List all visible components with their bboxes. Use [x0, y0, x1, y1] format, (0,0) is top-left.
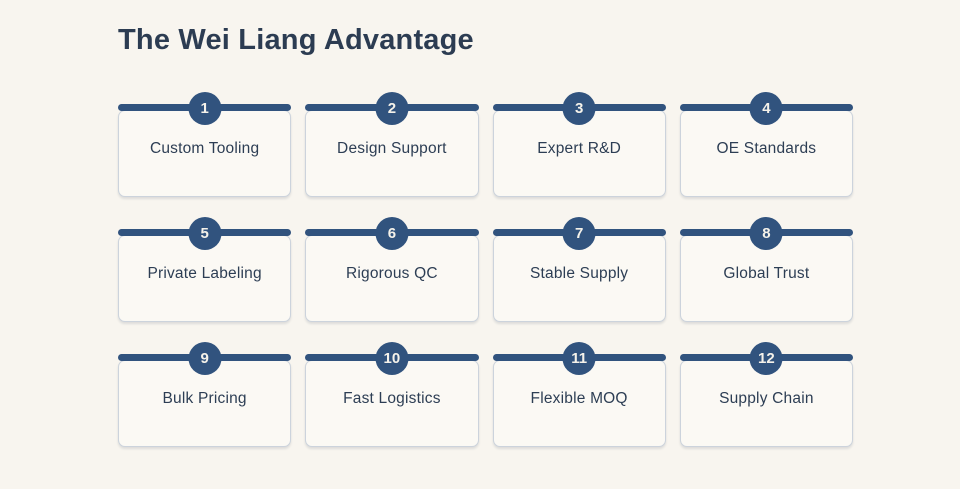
number-badge: 12	[749, 342, 783, 375]
advantage-label: Design Support	[337, 139, 447, 157]
advantage-label: Global Trust	[723, 264, 810, 282]
advantage-label: OE Standards	[716, 139, 817, 157]
advantage-card-6: 6 Rigorous QC	[305, 217, 479, 322]
number-badge: 3	[562, 92, 596, 125]
number-badge: 1	[188, 92, 222, 125]
advantage-card-7: 7 Stable Supply	[492, 217, 666, 322]
advantage-card-10: 10 Fast Logistics	[305, 342, 479, 447]
number-badge: 2	[375, 92, 409, 125]
page-title: The Wei Liang Advantage	[118, 24, 474, 56]
advantage-label: Bulk Pricing	[162, 389, 247, 407]
number-badge: 6	[375, 217, 409, 250]
card-body: Expert R&D	[492, 110, 666, 197]
number-badge: 10	[375, 342, 409, 375]
advantage-card-12: 12 Supply Chain	[679, 342, 853, 447]
advantage-label: Fast Logistics	[343, 389, 441, 407]
number-badge: 5	[188, 217, 222, 250]
advantage-card-8: 8 Global Trust	[679, 217, 853, 322]
card-body: Custom Tooling	[118, 110, 292, 197]
number-badge: 9	[188, 342, 222, 375]
advantage-card-3: 3 Expert R&D	[492, 92, 666, 197]
advantage-card-11: 11 Flexible MOQ	[492, 342, 666, 447]
advantage-label: Flexible MOQ	[530, 389, 628, 407]
advantage-card-1: 1 Custom Tooling	[118, 92, 292, 197]
number-badge: 7	[562, 217, 596, 250]
advantage-grid: 1 Custom Tooling 2 Design Support 3 Expe…	[118, 92, 853, 447]
advantage-label: Stable Supply	[530, 264, 629, 282]
number-badge: 4	[749, 92, 783, 125]
advantage-card-2: 2 Design Support	[305, 92, 479, 197]
advantage-label: Custom Tooling	[149, 139, 260, 157]
number-badge: 8	[749, 217, 783, 250]
advantage-label: Expert R&D	[537, 139, 622, 157]
advantage-card-5: 5 Private Labeling	[118, 217, 292, 322]
advantage-label: Rigorous QC	[345, 264, 438, 282]
advantage-label: Supply Chain	[719, 389, 814, 407]
advantage-card-9: 9 Bulk Pricing	[118, 342, 292, 447]
number-badge: 11	[562, 342, 596, 375]
advantage-label: Private Labeling	[147, 264, 262, 282]
advantage-card-4: 4 OE Standards	[679, 92, 853, 197]
